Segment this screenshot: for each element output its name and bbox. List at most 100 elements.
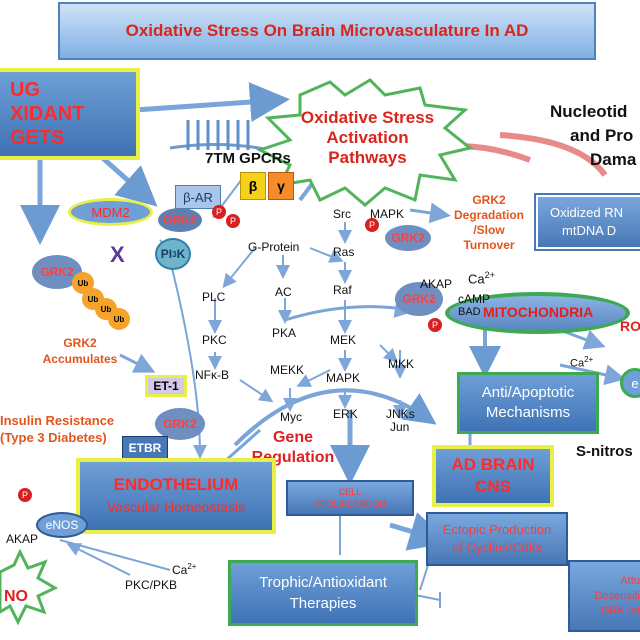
ectopic-box: Ectopic Production of Cyclins/Cdks — [426, 512, 568, 566]
pkc-pkb-label: PKC/PKB — [125, 578, 178, 592]
drug-line-2: XIDANT — [10, 103, 85, 125]
bad-label: BAD — [458, 306, 481, 318]
ox-line-1: Oxidative Stress — [300, 108, 435, 127]
endo-line-2: Vascular Homeostasis — [106, 499, 246, 515]
attu-line-3: GRK Int — [600, 604, 640, 617]
acc-line-1: GRK2 — [63, 336, 97, 350]
grk2-mapk: GRK2 — [385, 225, 431, 251]
gamma-subunit: γ — [268, 172, 294, 200]
mdm2-node: MDM2 — [68, 198, 153, 226]
p-badge-akap: P — [428, 318, 442, 332]
mekk-label: MEKK — [270, 363, 305, 377]
ect-line-2: of Cyclins/Cdks — [452, 540, 542, 555]
p-badge-1: P — [212, 205, 226, 219]
mito-oval — [445, 292, 630, 334]
drug-line-3: GETS — [10, 127, 65, 149]
ca-right-sup: 2+ — [584, 355, 594, 364]
ca-text: Ca — [468, 271, 485, 287]
ca-right-text: Ca — [570, 357, 585, 370]
grk2-et: GRK2 — [155, 408, 205, 440]
ca-enos-label: Ca2+ — [172, 562, 196, 577]
akap-enos-label: AKAP — [6, 532, 39, 546]
ca-sup: 2+ — [484, 270, 495, 280]
grk2-degradation: GRK2 Degradation /Slow Turnover — [448, 193, 530, 253]
attu-line-2: Desensiti — [594, 589, 640, 602]
cell-line-2: PROLIFERATION — [314, 499, 386, 509]
arrow-mapk-deg — [409, 202, 451, 224]
pi3k-sub: 3 — [172, 249, 177, 259]
arrow-mito-e — [559, 363, 626, 386]
cell-line-1: CELL — [338, 487, 362, 497]
oxrna-line-2: mtDNA D — [562, 223, 617, 238]
nfkb-label: NFκ-B — [195, 368, 229, 382]
arrow-pkc-enos — [66, 543, 131, 576]
endothelium-box: ENDOTHELIUM Vascular Homeostasis — [76, 458, 276, 534]
ro-label: RO — [620, 318, 640, 334]
ca-right: Ca2+ — [570, 355, 593, 370]
deg-line-4: Turnover — [463, 238, 515, 252]
ox-line-2: Activation — [326, 128, 409, 147]
page-title: Oxidative Stress On Brain Microvasculatu… — [58, 2, 596, 60]
oxrna-line-1: Oxidized RN — [550, 205, 623, 220]
p-badge-src: P — [365, 218, 379, 232]
ins-line-1: Insulin Resistance — [0, 413, 115, 428]
grk2-akap: GRK2 — [395, 282, 443, 316]
gpcr-label: 7TM GPCRs — [205, 150, 291, 167]
plc-label: PLC — [202, 290, 226, 304]
grk2-membrane: GRK2 — [158, 208, 202, 232]
et1-node: ET-1 — [145, 375, 187, 397]
endo-line-1: ENDOTHELIUM — [113, 475, 239, 494]
mito-label: MITOCHONDRIA — [483, 304, 594, 320]
mapk-label: MAPK — [326, 371, 361, 385]
ca-enos-text: Ca — [172, 563, 188, 577]
arrow-pi3k-endo — [169, 259, 207, 459]
jnks-label: JNKs — [386, 407, 415, 421]
deg-line-2: Degradation — [453, 208, 524, 222]
nuc-line-2: and Pro — [570, 126, 634, 145]
drug-targets-box: UG XIDANT GETS — [0, 68, 140, 160]
ad-line-1: AD BRAIN — [451, 455, 535, 474]
mkk-label: MKK — [388, 357, 415, 371]
s-nitros-label: S-nitros — [576, 443, 633, 460]
attu-box: Attu Desensiti GRK Int — [568, 560, 640, 632]
etbr-node: ETBR — [122, 436, 168, 460]
nuc-line-3: Dama — [590, 150, 637, 169]
p-badge-2: P — [226, 214, 240, 228]
enos-node: eNOS — [36, 512, 88, 538]
ac-label: AC — [275, 285, 292, 299]
pi3k-pi: PI — [160, 247, 173, 261]
erk-label: ERK — [333, 407, 358, 421]
gene-line-1: Gene — [272, 429, 313, 446]
mek-label: MEK — [330, 333, 357, 347]
camp-label: cAMP — [458, 292, 491, 306]
arrow-grk2-to-akap — [284, 297, 416, 322]
ox-line-3: Pathways — [328, 148, 407, 167]
ox-stress-text: Oxidative Stress Activation Pathways — [280, 108, 455, 168]
anti-apoptotic-box: Anti/Apoptotic Mechanisms — [457, 372, 599, 434]
akap-label: AKAP — [420, 277, 453, 291]
deg-line-1: GRK2 — [472, 193, 506, 207]
pi3k-k: K — [176, 247, 186, 261]
ras-label: Ras — [333, 245, 355, 259]
myc-label: Myc — [280, 410, 302, 424]
beta-subunit: β — [240, 172, 266, 200]
drug-line-1: UG — [10, 79, 40, 101]
ect-line-1: Ectopic Production — [442, 522, 552, 537]
insulin-resistance: Insulin Resistance (Type 3 Diabetes) — [0, 412, 114, 446]
deg-line-3: /Slow — [473, 223, 505, 237]
trophic-line-1: Trophic/Antioxidant — [259, 574, 387, 591]
ins-line-2: (Type 3 Diabetes) — [0, 430, 107, 445]
ca-label: Ca2+ — [468, 270, 495, 286]
cell-proliferation-box: CELL PROLIFERATION — [286, 480, 414, 516]
ub-4: Ub — [108, 308, 130, 330]
beta-ar-box: β-AR — [175, 185, 221, 209]
anti-line-1: Anti/Apoptotic — [481, 384, 575, 401]
pkc-label: PKC — [202, 333, 227, 347]
grk2-accumulates: GRK2 Accumulates — [30, 335, 130, 367]
x-mark: X — [110, 242, 125, 267]
g-protein-label: G-Protein — [248, 240, 300, 254]
e-node: e — [620, 368, 640, 398]
